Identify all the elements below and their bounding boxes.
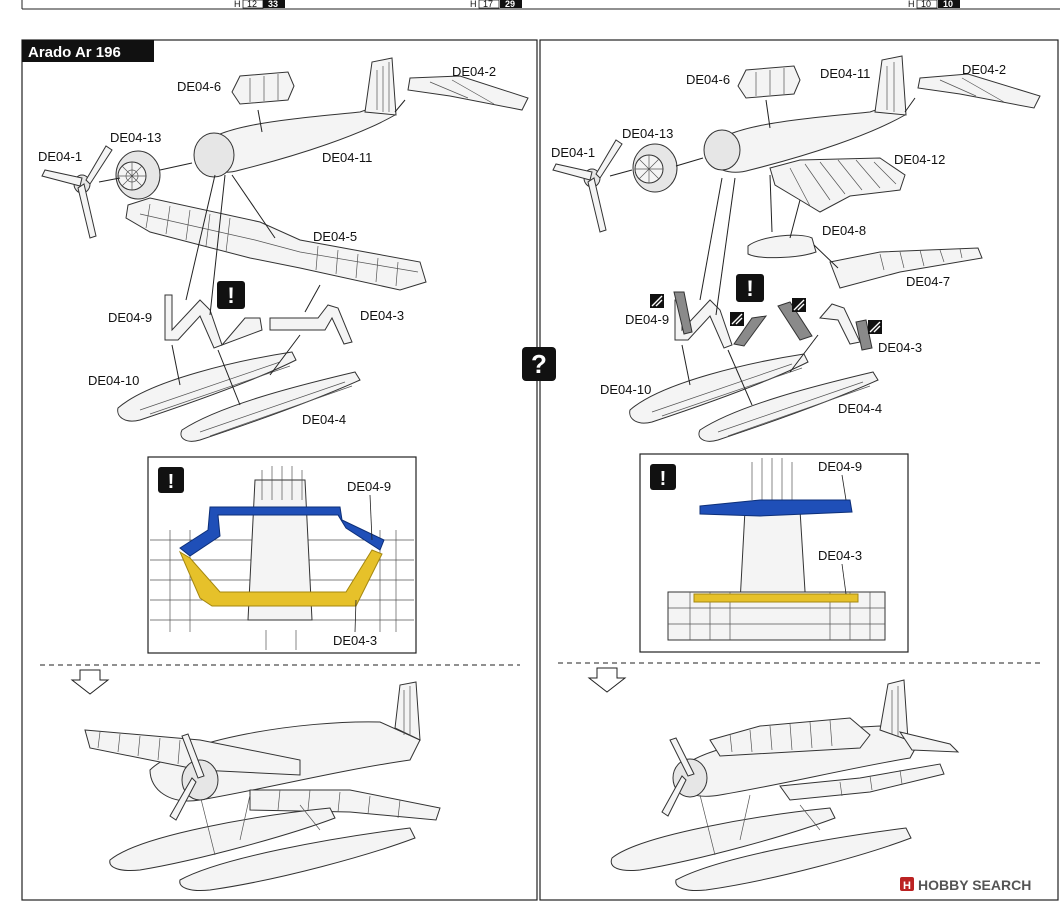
r-highlight-de04-3 [693,593,859,603]
left-down-arrow-icon [70,669,110,695]
right-panel-frame [539,39,1059,901]
detail-label-de04-3: DE04-3 [333,633,377,648]
left-completed-model [84,681,441,891]
question-marker: ? [522,347,556,381]
r-label-de04-12: DE04-12 [894,152,945,167]
right-detail-box: ! DE04-9 DE04-3 [639,453,909,653]
label-de04-6: DE04-6 [177,79,221,94]
r-label-de04-11: DE04-11 [820,66,870,81]
svg-text:10: 10 [943,0,953,9]
svg-text:17: 17 [483,0,493,9]
watermark: H HOBBY SEARCH [900,877,1031,893]
label-de04-13: DE04-13 [110,130,161,145]
tail-fin-part [364,57,397,116]
detail-label-de04-9: DE04-9 [347,479,391,494]
right-part-labels: DE04-6 DE04-11 DE04-2 DE04-13 DE04-1 DE0… [551,62,1006,416]
svg-text:12: 12 [247,0,257,9]
part-ref-1: H 12 33 [234,0,285,9]
r-folded-wing-7-part [829,247,983,289]
r-alt-part-markers [650,294,882,334]
label-de04-1: DE04-1 [38,149,82,164]
svg-text:?: ? [531,349,547,379]
svg-text:H: H [903,880,911,892]
canopy-part [231,71,295,105]
r-detail-label-de04-3: DE04-3 [818,548,862,563]
r-label-de04-8: DE04-8 [822,223,866,238]
svg-text:Arado Ar 196: Arado Ar 196 [28,44,121,61]
svg-text:HOBBY SEARCH: HOBBY SEARCH [918,877,1031,893]
highlight-de04-9 [179,506,385,557]
part-ref-3: H 10 10 [908,0,960,9]
svg-text:H: H [234,0,241,9]
label-de04-11: DE04-11 [322,150,372,165]
r-label-de04-13: DE04-13 [622,126,673,141]
r-engine-part [632,143,678,193]
left-panel-frame [21,39,538,901]
right-warning-marker: ! [736,274,764,302]
r-label-de04-2: DE04-2 [962,62,1006,77]
part-ref-2: H 17 29 [470,0,522,9]
svg-text:!: ! [660,468,667,490]
propeller-part [41,145,113,239]
label-de04-2: DE04-2 [452,64,496,79]
header-strip: H 12 33 H 17 29 H 10 10 [21,0,1060,10]
r-strut-gray-3 [777,301,813,341]
tailplane-part [407,75,529,111]
svg-text:!: ! [227,283,234,308]
float-left-part [117,351,297,422]
right-completed-model [610,679,960,891]
svg-text:33: 33 [268,0,278,9]
engine-part [115,150,161,200]
svg-text:!: ! [168,471,175,493]
highlight-de04-3 [178,549,383,607]
label-de04-4: DE04-4 [302,412,346,427]
svg-text:!: ! [746,276,753,301]
r-label-de04-1: DE04-1 [551,145,595,160]
left-warning-marker: ! [217,281,245,309]
svg-text:10: 10 [921,0,931,9]
left-detail-box: ! DE04-9 DE04-3 [147,456,417,654]
svg-text:H: H [908,0,915,9]
r-tailplane-part [917,73,1041,109]
r-label-de04-7: DE04-7 [906,274,950,289]
r-propeller-part [552,139,623,233]
label-de04-3: DE04-3 [360,308,404,323]
r-label-de04-4: DE04-4 [838,401,882,416]
r-fuselage-part [704,104,906,173]
wing-part [125,197,427,291]
right-exploded-assembly [552,55,1041,442]
strut-assembly [164,294,353,349]
r-folded-wing-part [769,157,906,213]
svg-text:29: 29 [505,0,515,9]
r-float-right-part [698,371,879,442]
r-strut-gray-2 [733,315,768,347]
r-label-de04-9: DE04-9 [625,312,669,327]
float-right-part [180,371,361,442]
r-strut-gray-4 [855,319,873,351]
engine-cowling [193,132,235,178]
svg-text:H: H [470,0,477,9]
left-part-labels: DE04-6 DE04-2 DE04-13 DE04-1 DE04-11 DE0… [38,64,496,427]
r-label-de04-6: DE04-6 [686,72,730,87]
label-de04-9: DE04-9 [108,310,152,325]
r-detail-label-de04-9: DE04-9 [818,459,862,474]
right-down-arrow-icon [587,667,627,693]
left-exploded-assembly [41,57,529,442]
r-label-de04-10: DE04-10 [600,382,651,397]
label-de04-5: DE04-5 [313,229,357,244]
r-strut-gray-1 [673,291,693,335]
r-canopy-part [737,65,801,99]
label-de04-10: DE04-10 [88,373,139,388]
r-float-left-part [629,353,809,424]
r-highlight-de04-9 [699,499,853,517]
r-label-de04-3: DE04-3 [878,340,922,355]
step-title: Arado Ar 196 [22,40,154,62]
r-wing-root-part [747,234,817,259]
